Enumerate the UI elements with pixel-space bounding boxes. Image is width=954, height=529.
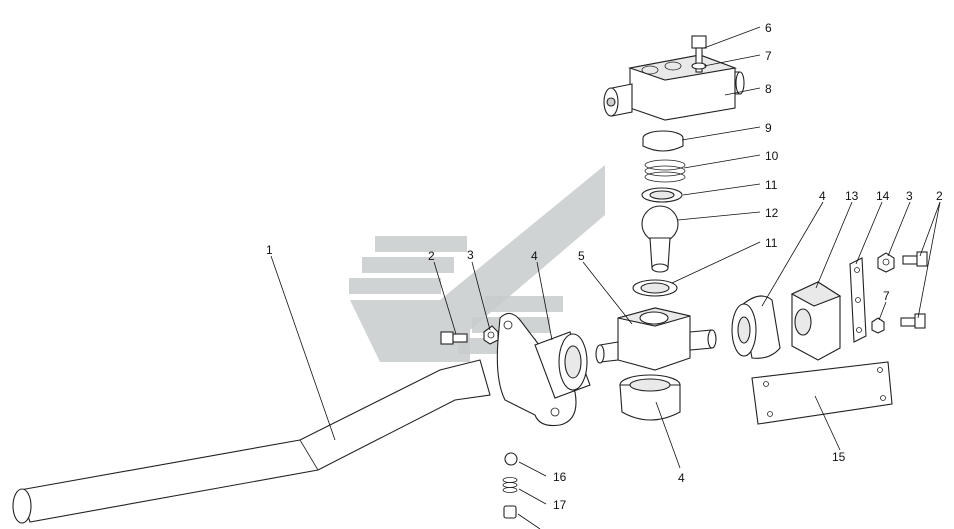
callout-16: 16	[553, 470, 567, 484]
part-11-upper-washer	[641, 187, 683, 203]
part-14-plate	[849, 257, 867, 343]
callout-3-left: 3	[467, 248, 474, 262]
callout-1: 1	[266, 243, 273, 257]
part-12-ball-stud	[641, 205, 679, 273]
part-7-upper-nut	[691, 62, 707, 70]
callout-3-right: 3	[906, 189, 913, 203]
part-13-block	[790, 281, 842, 361]
part-2-right-bolts	[900, 251, 928, 329]
part-3-right-nut	[877, 252, 895, 273]
callout-5: 5	[578, 249, 585, 263]
part-11-lower-washer	[632, 279, 678, 297]
callout-12: 12	[765, 206, 779, 220]
callout-4-right: 4	[819, 189, 826, 203]
callout-7-upper: 7	[765, 49, 772, 63]
part-15-large-plate	[751, 361, 893, 425]
callout-17: 17	[553, 498, 567, 512]
callout-15: 15	[832, 450, 846, 464]
callout-7-right: 7	[883, 289, 890, 303]
part-7-right-nut	[871, 317, 885, 334]
part-4-left-bushing	[534, 331, 591, 399]
part-9-ring	[642, 130, 684, 152]
part-1-shaft	[12, 359, 491, 524]
callout-6: 6	[765, 21, 772, 35]
callout-4-left: 4	[531, 249, 538, 263]
part-4-bottom-cup	[619, 374, 681, 421]
callout-8: 8	[765, 82, 772, 96]
callout-11-upper: 11	[765, 178, 778, 192]
part-5-cross-housing	[595, 307, 717, 371]
part-16-ball	[504, 452, 518, 466]
part-4-right-bushing	[731, 295, 781, 359]
callout-14: 14	[876, 189, 890, 203]
callout-9: 9	[765, 121, 772, 135]
leader-lines	[270, 26, 941, 529]
part-2-left-bolt	[440, 331, 468, 345]
part-10-spring	[644, 159, 686, 183]
callout-10: 10	[765, 149, 779, 163]
watermark-logo	[349, 165, 605, 362]
part-8-top-housing	[603, 54, 745, 121]
callout-11-lower: 11	[765, 236, 778, 250]
callout-labels: 1 2 3 4 5 6 7 8 9 10 11 12 11 4 13 14 3 …	[266, 21, 943, 512]
callout-4-bottom: 4	[678, 471, 685, 485]
plug	[503, 505, 517, 519]
callout-13: 13	[845, 189, 859, 203]
callout-2-left: 2	[428, 249, 435, 263]
part-17-spring	[502, 477, 518, 493]
callout-2-right: 2	[936, 189, 943, 203]
part-3-left-nut	[483, 325, 499, 345]
part-6-top-bolt	[691, 35, 707, 73]
